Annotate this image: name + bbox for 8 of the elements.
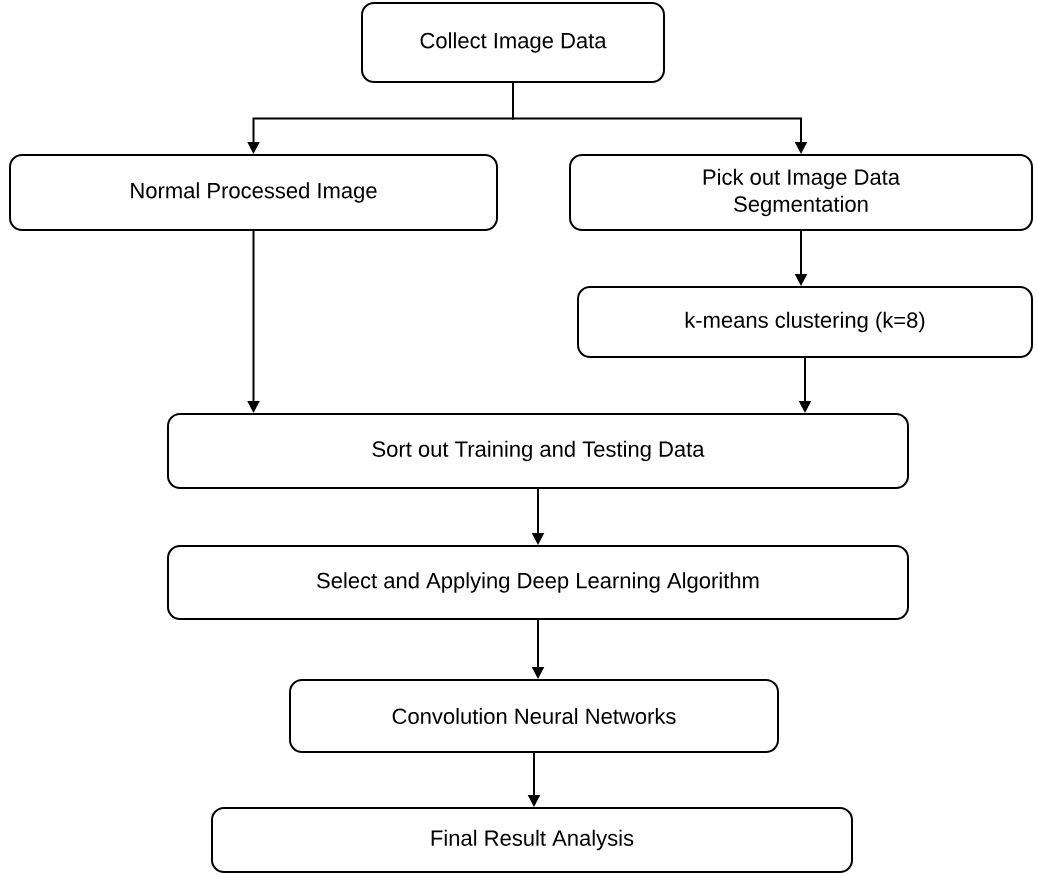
process-box: Sort out Training and Testing Data	[167, 413, 909, 489]
process-box: Pick out Image Data Segmentation	[569, 154, 1033, 231]
process-box: Final Result Analysis	[211, 807, 853, 873]
process-box: k-means clustering (k=8)	[577, 286, 1033, 358]
process-box: Select and Applying Deep Learning Algorithm	[167, 545, 909, 620]
process-box: Convolution Neural Networks	[289, 679, 779, 753]
process-box: Collect Image Data	[361, 2, 665, 83]
process-box: Normal Processed Image	[9, 154, 498, 231]
